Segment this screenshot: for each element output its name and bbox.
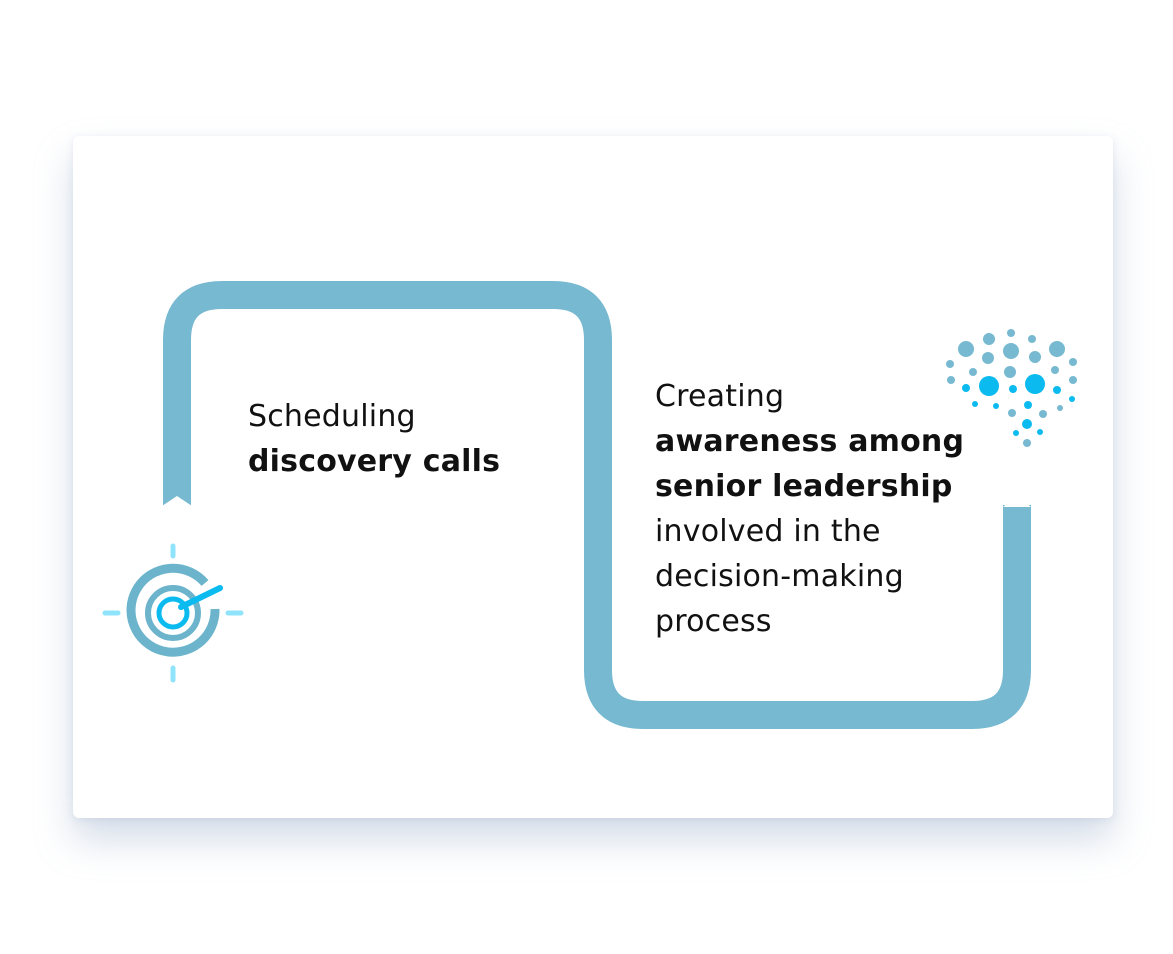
step-2-line-6: process [655,604,772,639]
step-2-line-5: decision-making [655,559,904,594]
brain-dot [1069,396,1075,402]
step-2-text: Creating awareness among senior leadersh… [655,374,964,644]
brain-dot [1028,335,1036,343]
brain-dot [983,333,995,345]
brain-dot [1049,341,1065,357]
brain-dot [1053,386,1061,394]
target-icon [102,543,244,683]
brain-dot [1023,439,1031,447]
brain-dot [1004,366,1016,378]
brain-network-icon [946,329,1077,447]
brain-dot [958,341,974,357]
brain-dot [1069,376,1077,384]
brain-dot [1003,343,1019,359]
step-1-text: Scheduling discovery calls [248,394,500,484]
brain-dot [1007,329,1015,337]
path-start-notch [162,496,192,506]
step-2-line-3: senior leadership [655,469,953,504]
brain-dot [1039,410,1047,418]
brain-dot [1029,351,1041,363]
brain-dot [1024,401,1032,409]
path-end-arrow [1003,495,1031,507]
target-outer-ring [126,563,220,657]
brain-dot [947,376,955,384]
brain-dot [1051,366,1059,374]
target-middle-ring [145,585,201,641]
brain-dot [1057,405,1063,411]
brain-dot [1009,385,1017,393]
target-crosshair [102,543,244,683]
brain-dot [1008,409,1016,417]
brain-dot [1022,419,1032,429]
brain-dot [1069,358,1077,366]
step-1-line-2: discovery calls [248,444,501,479]
journey-path [163,281,1031,729]
brain-dot [1025,374,1045,394]
brain-dot [1013,430,1019,436]
step-2-line-1: Creating [655,379,785,414]
target-pointer [178,585,223,610]
brain-dot [982,352,994,364]
step-2-line-4: involved in the [655,514,881,549]
target-inner-ring [156,596,190,630]
brain-dot [962,384,970,392]
brain-dot [979,376,999,396]
brain-dot [972,401,978,407]
brain-dot [969,368,977,376]
brain-dot [993,403,999,409]
step-1-line-1: Scheduling [248,399,416,434]
brain-dot [1037,429,1043,435]
step-2-line-2: awareness among [655,424,965,459]
brain-dot [946,360,954,368]
